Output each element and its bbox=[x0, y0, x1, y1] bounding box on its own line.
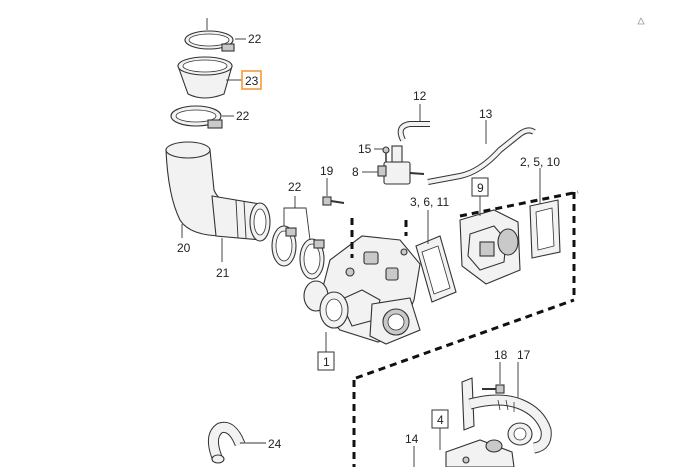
rubber-sleeve[interactable] bbox=[177, 56, 233, 99]
callout-9[interactable]: 9 bbox=[477, 181, 484, 195]
corner-marker-icon bbox=[637, 17, 645, 25]
callout-19[interactable]: 19 bbox=[320, 164, 334, 178]
callout-4[interactable]: 4 bbox=[437, 413, 444, 427]
callout-3-6-11[interactable]: 3, 6, 11 bbox=[410, 195, 449, 209]
bent-hose-24[interactable] bbox=[208, 421, 246, 464]
callout-24[interactable]: 24 bbox=[268, 437, 282, 451]
callout-13[interactable]: 13 bbox=[479, 107, 493, 121]
boundary-dashes-top bbox=[459, 190, 579, 218]
solenoid-valve[interactable] bbox=[377, 145, 425, 185]
hose-clamp-middle[interactable] bbox=[170, 105, 223, 129]
egr-cooler[interactable] bbox=[445, 439, 515, 467]
callout-22-top[interactable]: 22 bbox=[248, 32, 262, 46]
callout-22-mid[interactable]: 22 bbox=[236, 109, 250, 123]
boundary-dashes-lower-top bbox=[355, 298, 575, 380]
vacuum-hose-small[interactable] bbox=[397, 121, 430, 142]
callout-21[interactable]: 21 bbox=[216, 266, 230, 280]
egr-valve-9[interactable] bbox=[459, 209, 521, 285]
callout-23[interactable]: 23 bbox=[245, 74, 259, 88]
callout-20[interactable]: 20 bbox=[177, 241, 191, 255]
callout-15[interactable]: 15 bbox=[358, 142, 372, 156]
egr-valve-housing[interactable] bbox=[303, 235, 421, 345]
callout-2-5-10[interactable]: 2, 5, 10 bbox=[520, 155, 560, 169]
callout-9-box bbox=[471, 177, 489, 197]
gasket-2-5-10[interactable] bbox=[529, 199, 561, 259]
intake-pipe[interactable] bbox=[211, 195, 271, 242]
callout-12[interactable]: 12 bbox=[413, 89, 427, 103]
vacuum-hose-long[interactable] bbox=[427, 127, 536, 185]
callout-8[interactable]: 8 bbox=[352, 165, 359, 179]
hose-clamps-pair[interactable] bbox=[271, 225, 325, 280]
callout-14[interactable]: 14 bbox=[405, 432, 419, 446]
callout-23-highlight-box bbox=[241, 70, 262, 90]
callout-1-box bbox=[317, 351, 335, 371]
egr-pipe[interactable] bbox=[461, 377, 552, 454]
callout-17[interactable]: 17 bbox=[517, 348, 531, 362]
hose-clamp-top[interactable] bbox=[184, 18, 235, 52]
callout-4-box bbox=[431, 409, 449, 429]
screw[interactable] bbox=[382, 146, 390, 162]
bolt-18[interactable] bbox=[482, 384, 505, 394]
gasket-3-6-11[interactable] bbox=[415, 235, 457, 303]
callout-22-clamps[interactable]: 22 bbox=[288, 180, 302, 194]
callout-1[interactable]: 1 bbox=[323, 355, 330, 369]
callout-18[interactable]: 18 bbox=[494, 348, 508, 362]
bolt[interactable] bbox=[322, 196, 345, 206]
